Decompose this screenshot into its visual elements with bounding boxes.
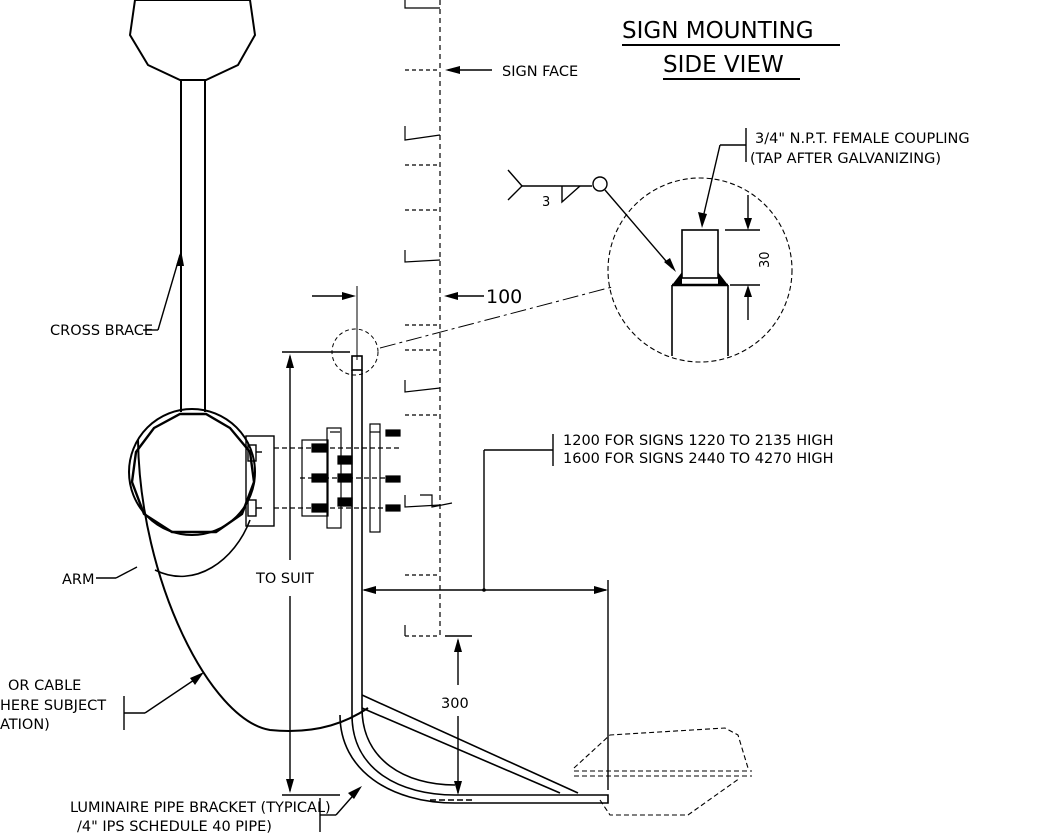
pipe-bracket (339, 355, 609, 804)
to-suit-arrow-top (286, 354, 294, 368)
tie-rod-inner (154, 519, 251, 578)
offset-line1: 1200 FOR SIGNS 1220 TO 2135 HIGH (563, 433, 834, 449)
arm-leader-diag (115, 566, 138, 579)
cross-brace-label: CROSS BRACE (50, 323, 153, 339)
coupling-line2: (TAP AFTER GALVANIZING) (750, 151, 941, 167)
cross-brace-leader (157, 254, 181, 331)
title-line1: SIGN MOUNTING (622, 18, 814, 44)
cross-brace-arrow (176, 250, 184, 266)
cross-brace-tube (180, 80, 206, 412)
sign-face-label: SIGN FACE (502, 64, 578, 80)
arm-octagon (130, 412, 256, 534)
dim-300: 300 (441, 696, 469, 712)
bracket-line2: /4" IPS SCHEDULE 40 PIPE) (77, 819, 272, 835)
rod-line1: OR CABLE (8, 678, 81, 694)
bracket-line1: LUMINAIRE PIPE BRACKET (TYPICAL) (70, 800, 331, 816)
dim-30: 30 (758, 251, 773, 268)
rod-line2: HERE SUBJECT (0, 698, 106, 714)
sign-face-ticks (404, 0, 453, 637)
offset-line2: 1600 FOR SIGNS 2440 TO 4270 HIGH (563, 451, 834, 467)
dim-100: 100 (486, 286, 522, 308)
detail-pipe (671, 229, 729, 356)
coupling-line1: 3/4" N.P.T. FEMALE COUPLING (755, 131, 970, 147)
to-suit-arrow-bottom (286, 779, 294, 793)
tie-rod-curve (137, 439, 369, 732)
rod-leader (144, 675, 201, 714)
dim-30-lines (725, 195, 760, 320)
bracket-arrow (348, 786, 362, 799)
weld-size: 3 (542, 195, 550, 210)
arm-circle (128, 408, 256, 536)
dim-300-arrow-bottom (454, 781, 462, 795)
weld-symbol (507, 169, 676, 272)
rod-line3: ATION) (0, 717, 50, 733)
arm-label: ARM (62, 572, 95, 588)
dim-100-arrow-right (444, 292, 458, 300)
coupling-leader (701, 144, 721, 223)
detail-circle (607, 177, 793, 363)
sign-face-arrow (445, 66, 460, 74)
coupling-arrow (698, 212, 707, 228)
arm-clamp (245, 435, 275, 527)
detail-callout-line (379, 286, 613, 349)
rod-arrow (190, 672, 204, 685)
title-line2: SIDE VIEW (663, 52, 784, 78)
offset-dim-arrow-right (594, 586, 608, 594)
dim-100-arrow-left (342, 292, 356, 300)
luminaire-outline (573, 727, 752, 816)
to-suit-label: TO SUIT (255, 571, 314, 587)
offset-dim-arrow-left (362, 586, 376, 594)
dim-300-arrow-top (454, 638, 462, 652)
upper-arm-section (128, 0, 257, 81)
bolt-assembly (274, 423, 401, 533)
